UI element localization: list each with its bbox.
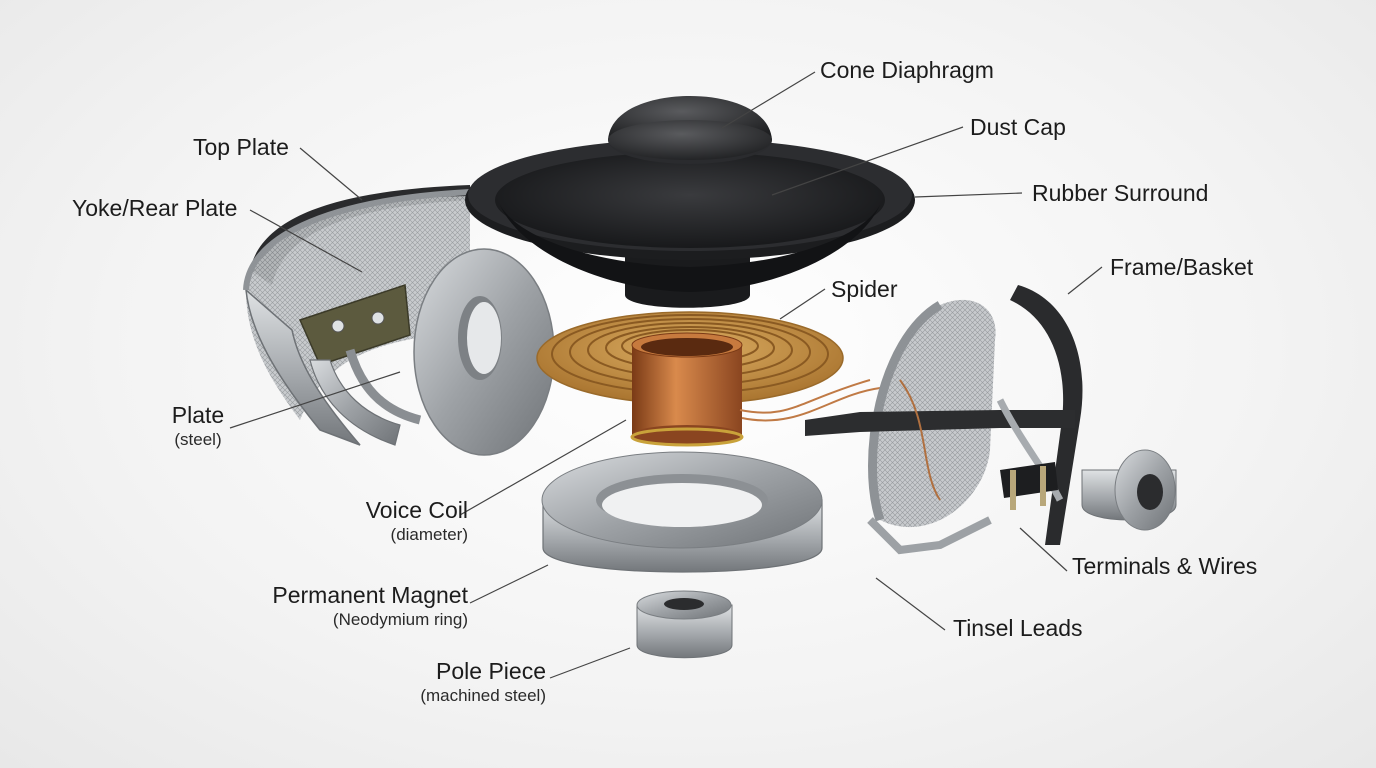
label-dust-cap-text: Dust Cap <box>970 114 1066 140</box>
label-top-plate-text: Top Plate <box>193 134 289 160</box>
label-frame-basket-text: Frame/Basket <box>1110 254 1254 280</box>
label-permanent-magnet: Permanent Magnet (Neodymium ring) <box>240 582 468 629</box>
label-voice-coil-text: Voice Coil <box>365 497 468 523</box>
right-basket <box>805 285 1083 555</box>
label-plate-sub: (steel) <box>174 430 222 449</box>
label-yoke-rear-plate: Yoke/Rear Plate <box>72 197 237 220</box>
leader-rubber-surround <box>914 192 1023 198</box>
cone-assembly <box>465 96 915 308</box>
label-plate-text: Plate <box>171 402 225 428</box>
label-terminals-wires: Terminals & Wires <box>1072 555 1257 578</box>
leader-voice-coil <box>459 419 627 516</box>
leader-terminals-wires <box>1019 527 1068 572</box>
label-dust-cap: Dust Cap <box>970 116 1066 139</box>
leader-top-plate <box>299 147 363 201</box>
label-cone-diaphragm: Cone Diaphragm <box>820 59 994 82</box>
label-pole-piece-sub: (machined steel) <box>420 686 546 705</box>
label-spider-text: Spider <box>831 276 898 302</box>
leader-plate <box>229 371 401 429</box>
voice-coil-part <box>630 332 881 447</box>
leader-lines <box>229 71 1103 679</box>
steel-plate-disc <box>413 248 555 456</box>
label-pole-piece-text: Pole Piece <box>436 658 546 684</box>
leader-frame-basket <box>1067 266 1103 295</box>
leader-pole-piece <box>549 647 631 679</box>
label-voice-coil-sub: (diameter) <box>390 525 468 544</box>
label-pole-piece: Pole Piece (machined steel) <box>380 658 546 705</box>
leader-tinsel-leads <box>875 577 946 631</box>
small-cylinder-part <box>1081 449 1177 531</box>
left-basket <box>243 185 471 446</box>
label-frame-basket: Frame/Basket <box>1110 256 1253 279</box>
label-plate: Plate (steel) <box>155 402 241 449</box>
label-spider: Spider <box>831 278 897 301</box>
label-tinsel-leads-text: Tinsel Leads <box>953 615 1083 641</box>
leader-cone-diaphragm <box>721 71 816 129</box>
pole-piece-part <box>636 590 733 659</box>
label-rubber-surround-text: Rubber Surround <box>1032 180 1209 206</box>
label-voice-coil: Voice Coil (diameter) <box>300 497 468 544</box>
leader-dust-cap <box>771 126 964 196</box>
label-terminals-wires-text: Terminals & Wires <box>1072 553 1258 579</box>
leader-yoke-rear-plate <box>249 209 363 273</box>
magnet-ring <box>541 451 823 573</box>
label-permanent-magnet-sub: (Neodymium ring) <box>332 610 468 629</box>
label-top-plate: Top Plate <box>193 136 289 159</box>
label-permanent-magnet-text: Permanent Magnet <box>272 582 468 608</box>
label-rubber-surround: Rubber Surround <box>1032 182 1208 205</box>
leader-spider <box>779 288 826 320</box>
leader-permanent-magnet <box>469 564 549 604</box>
label-yoke-rear-plate-text: Yoke/Rear Plate <box>72 195 238 221</box>
label-tinsel-leads: Tinsel Leads <box>953 617 1083 640</box>
label-cone-diaphragm-text: Cone Diaphragm <box>820 57 994 83</box>
